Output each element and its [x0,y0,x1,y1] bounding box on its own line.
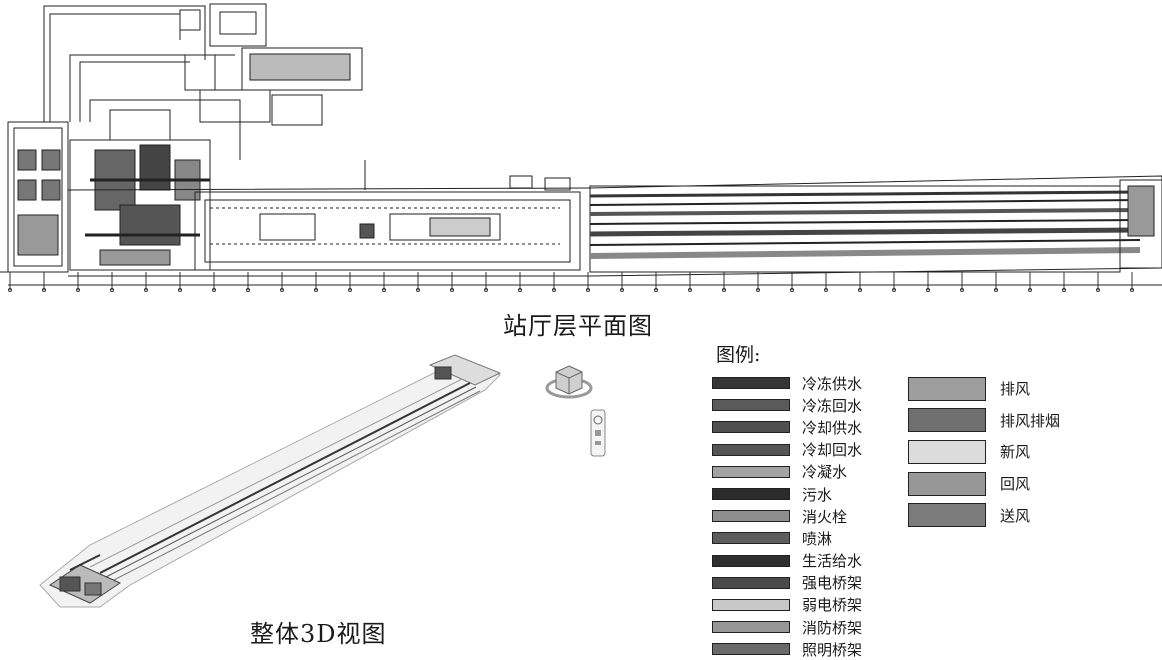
legend-label: 排风 [1000,380,1031,399]
floor-plan-drawing [0,3,1162,292]
legend-item: 回风 [908,468,1060,500]
legend-swatch [712,576,790,589]
legend-title: 图例: [716,344,761,366]
legend-item: 污水 [712,483,862,505]
plan-title: 站厅层平面图 [503,312,653,340]
legend-label: 冷冻回水 [802,396,863,415]
legend-item: 冷凝水 [712,461,862,483]
legend-label: 送风 [1000,506,1031,525]
legend-swatch [712,554,790,567]
legend-label: 冷凝水 [802,463,848,482]
legend-swatch [712,510,790,523]
legend-label: 冷却回水 [802,441,863,460]
legend-item: 新风 [908,436,1060,468]
legend-item: 送风 [908,499,1060,531]
legend-item: 生活给水 [712,550,862,572]
legend-ducts: 排风排风排烟新风回风送风 [908,373,1060,531]
legend-swatch [712,465,790,478]
legend-item: 排风排烟 [908,405,1060,437]
legend-label: 污水 [802,485,833,504]
legend-swatch [712,532,790,545]
legend-label: 弱电桥架 [802,596,863,615]
legend-item: 冷却回水 [712,439,862,461]
legend-item: 排风 [908,373,1060,405]
legend-swatch [908,408,986,433]
legend-label: 照明桥架 [802,640,863,659]
legend-swatch [908,439,986,464]
legend-swatch [908,376,986,401]
isometric-3d-model [39,354,502,608]
view-cube-icon[interactable] [544,358,594,408]
legend-label: 冷冻供水 [802,374,863,393]
legend-label: 消火栓 [802,507,848,526]
legend-item: 强电桥架 [712,572,862,594]
navigation-bar-icon[interactable] [589,408,607,458]
legend-swatch [712,621,790,634]
legend-label: 强电桥架 [802,574,863,593]
legend-swatch [712,488,790,501]
legend-item: 冷冻回水 [712,394,862,416]
legend-item: 消火栓 [712,505,862,527]
legend-label: 生活给水 [802,552,863,571]
legend-swatch [908,471,986,496]
legend-swatch [712,598,790,611]
legend-label: 回风 [1000,475,1031,494]
legend-swatch [908,503,986,528]
iso-view-title: 整体3D视图 [250,620,387,648]
legend-item: 照明桥架 [712,638,862,660]
legend-item: 弱电桥架 [712,594,862,616]
legend-label: 冷却供水 [802,418,863,437]
legend-item: 喷淋 [712,527,862,549]
legend-swatch [712,643,790,656]
legend-swatch [712,399,790,412]
legend-swatch [712,443,790,456]
legend-swatch [712,421,790,434]
legend-label: 喷淋 [802,529,833,548]
legend-pipes: 冷冻供水冷冻回水冷却供水冷却回水冷凝水污水消火栓喷淋生活给水强电桥架弱电桥架消防… [712,372,862,660]
legend-swatch [712,377,790,390]
legend-item: 消防桥架 [712,616,862,638]
legend-item: 冷却供水 [712,416,862,438]
legend-label: 排风排烟 [1000,411,1061,430]
legend-label: 新风 [1000,443,1031,462]
legend-label: 消防桥架 [802,618,863,637]
legend-item: 冷冻供水 [712,372,862,394]
